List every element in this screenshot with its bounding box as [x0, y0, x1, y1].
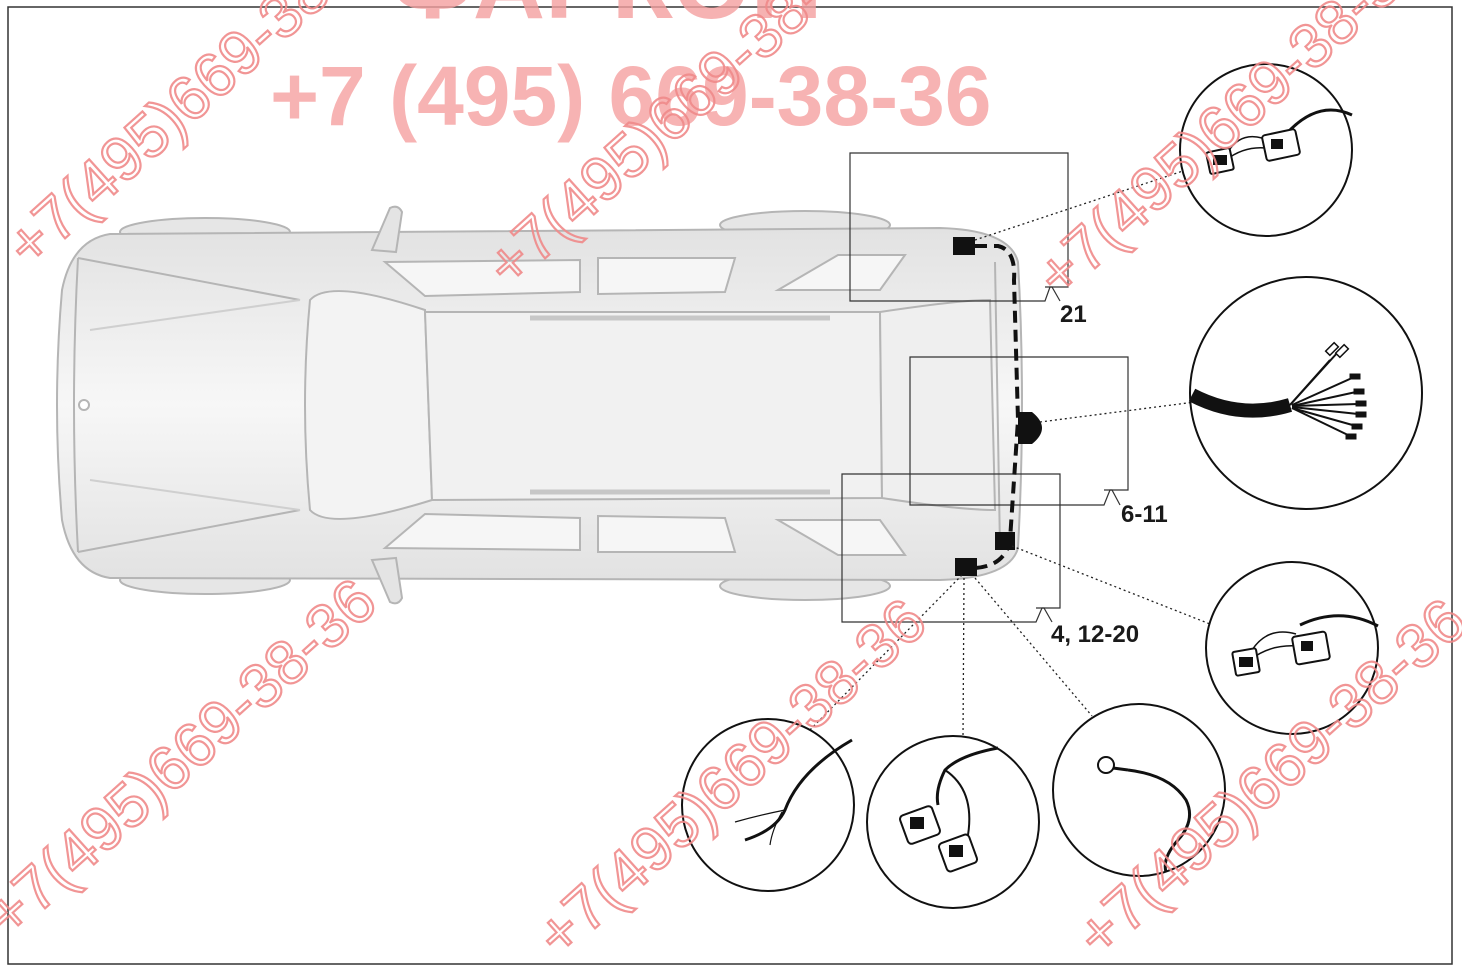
kit-box-top [849, 152, 1069, 302]
watermark-diag-5: +7(495)669-38-36 [523, 586, 939, 965]
detail-socket-harness [1188, 276, 1423, 510]
detail-right-connector [1205, 561, 1379, 735]
kit-box-bottom [841, 473, 1061, 623]
detail-top-right-connector [1179, 63, 1353, 237]
detail-ground-terminal [1052, 703, 1226, 877]
plug-pair-icon [899, 746, 999, 873]
kit-label-socket: 6-11 [1121, 501, 1168, 528]
connector-pair-icon-2 [1231, 614, 1379, 677]
watermark-brand: ФАРКОП [390, 0, 822, 40]
kit-box-socket [909, 356, 1129, 506]
ground-ring-terminal-icon [1097, 756, 1192, 873]
car-top-view [56, 205, 1023, 605]
kit-label-top: 21 [1060, 301, 1087, 328]
watermark-diag-4: +7(495)669-38-36 [0, 566, 390, 951]
connector-pair-icon [1205, 108, 1353, 175]
detail-loose-wire [681, 718, 855, 892]
detail-plug-pair [866, 735, 1040, 909]
connector-block-right [995, 532, 1015, 550]
leader-lines [804, 167, 1216, 739]
watermark-phone-main: +7 (495) 669-38-36 [270, 49, 992, 143]
kit-label-bottom: 4, 12-20 [1051, 621, 1139, 648]
diagram-frame [7, 6, 1453, 965]
wiring-harness [953, 237, 1042, 576]
loose-wire-icon [734, 738, 853, 846]
wire-bundle-icon [1188, 341, 1367, 440]
connector-block-top [953, 237, 975, 255]
connector-block-bottom [955, 558, 977, 576]
watermark-diag-3: +7(495)669-38-36 [1023, 0, 1439, 310]
tow-socket-icon [1018, 412, 1042, 444]
